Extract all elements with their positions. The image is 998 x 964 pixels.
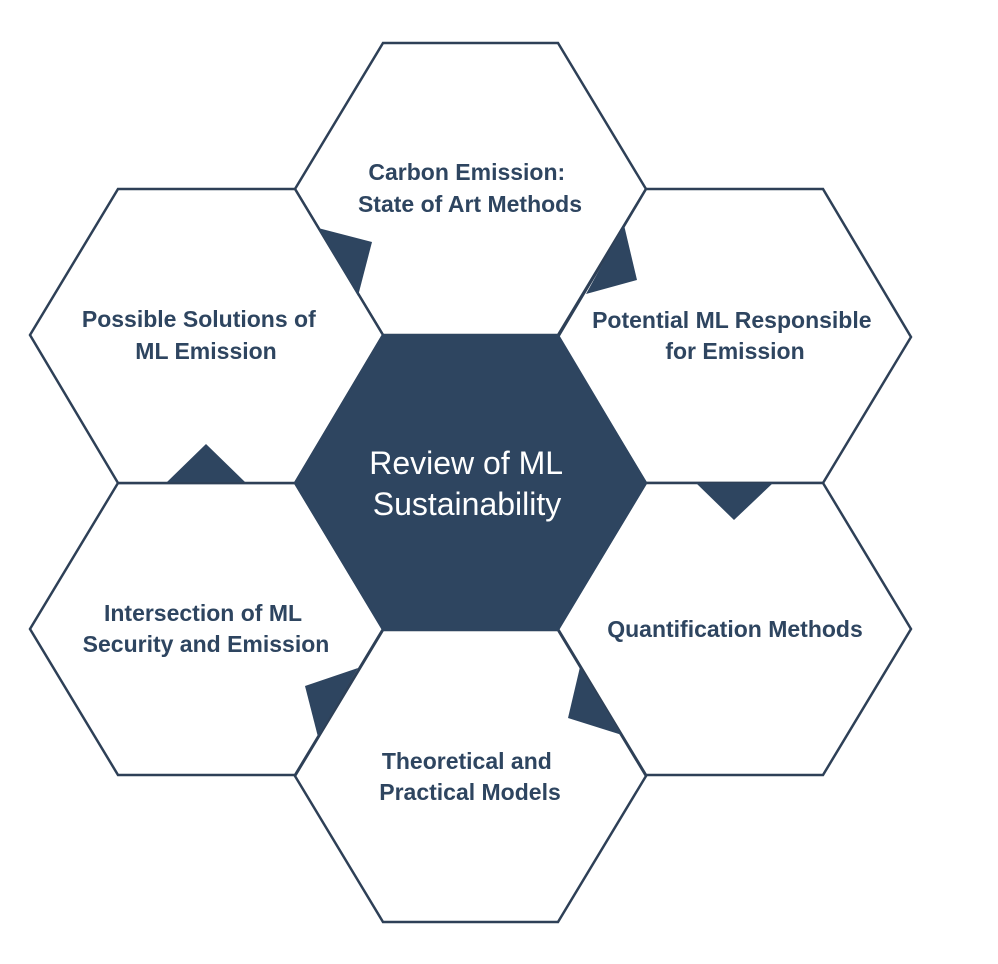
node-center: Review of ML Sustainability [293,334,648,631]
node-lower-left-line-2: Security and Emission [83,631,330,657]
node-lower-right: Quantification Methods [556,481,913,777]
node-top-label: Carbon Emission: State of Art Methods [358,159,582,217]
node-upper-left: Possible Solutions of ML Emission [28,187,385,485]
node-lower-right-label: Quantification Methods [607,616,863,642]
node-upper-right-line-2: for Emission [665,338,804,364]
connector-arrow-top-to-upper-right [586,225,637,294]
node-upper-right-label: Potential ML Responsible for Emission [592,307,878,364]
node-top-line-2: State of Art Methods [358,191,582,217]
node-lower-left-label: Intersection of ML Security and Emission [83,600,330,657]
node-bottom-line-1: Theoretical and [382,748,552,774]
node-bottom-line-2: Practical Models [379,779,561,805]
node-lower-left-line-1: Intersection of ML [104,600,302,626]
node-bottom: Theoretical and Practical Models [293,628,648,924]
center-line-2: Sustainability [373,486,562,522]
connector-arrow-lower-right-to-bottom [568,667,622,735]
center-label: Review of ML Sustainability [369,445,571,522]
center-line-1: Review of ML [369,445,562,481]
connector-arrow-bottom-to-lower-left [305,668,358,737]
node-bottom-label: Theoretical and Practical Models [379,748,561,805]
node-upper-left-label: Possible Solutions of ML Emission [82,306,322,364]
node-upper-left-line-1: Possible Solutions of [82,306,316,332]
node-lower-right-line-1: Quantification Methods [607,616,863,642]
node-upper-left-line-2: ML Emission [135,338,276,364]
connector-arrow-upper-right-to-lower-right [696,483,773,520]
node-top-line-1: Carbon Emission: [368,159,565,185]
hexagon-center [293,334,648,631]
node-upper-right-line-1: Potential ML Responsible [592,307,871,333]
connector-arrow-upper-left-to-top [318,228,372,296]
connector-arrow-lower-left-to-upper-left [167,444,245,482]
